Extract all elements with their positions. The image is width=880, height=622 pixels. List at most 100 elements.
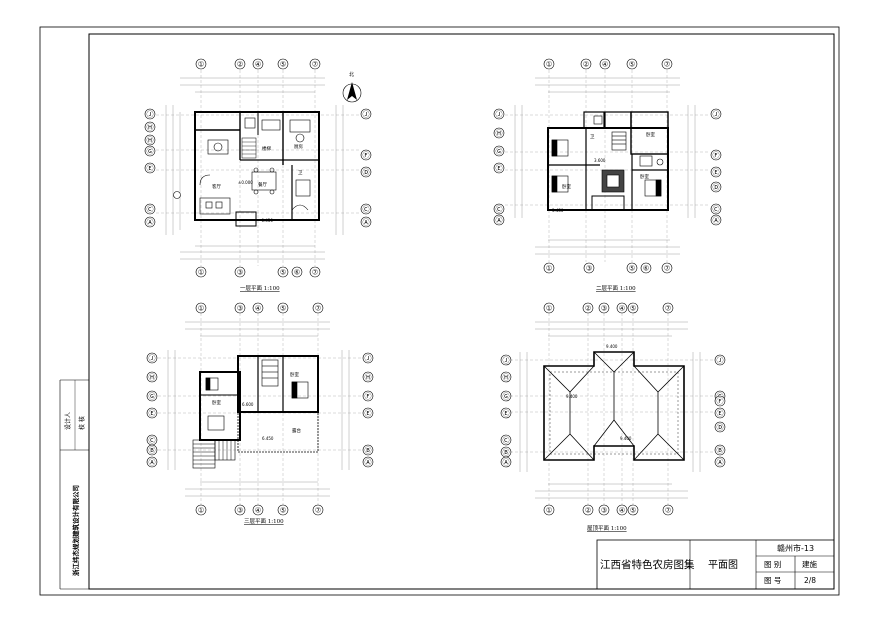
axis-top-bubble-label: ④ bbox=[619, 305, 625, 313]
axis-top-bubble: ⑦ bbox=[662, 302, 674, 314]
axis-right-bubble: Ⓙ bbox=[360, 108, 372, 120]
axis-right-bubble: Ⓙ bbox=[710, 108, 722, 120]
axis-right-bubble: Ⓒ bbox=[710, 203, 722, 215]
axis-bottom-bubble: ⑤ bbox=[627, 504, 639, 516]
second-floor-plan: 卧室 卧室 卧室 卫 3.600 3.450 二层平面 1:100 bbox=[505, 70, 710, 292]
axis-bottom-bubble: ⑤ bbox=[277, 504, 289, 516]
axis-left-bubble-label: Ⓐ bbox=[503, 459, 510, 467]
room-kitchen: 厨房 bbox=[294, 143, 303, 150]
axis-bottom-bubble: ③ bbox=[583, 262, 595, 274]
axis-top-bubble-label: ④ bbox=[255, 305, 261, 313]
drawing-name: 平面图 bbox=[708, 559, 738, 571]
axis-top-bubble: ⑤ bbox=[626, 58, 638, 70]
inner-frame bbox=[88, 33, 835, 590]
axis-left-bubble: Ⓑ bbox=[500, 446, 512, 458]
axis-left-bubble: Ⓗ bbox=[500, 371, 512, 383]
axis-bottom-bubble: ⑥ bbox=[291, 266, 303, 278]
axis-left-bubble-label: Ⓙ bbox=[503, 357, 510, 365]
axis-top-bubble: ④ bbox=[252, 302, 264, 314]
axis-bottom-bubble-label: ⑤ bbox=[629, 265, 635, 273]
axis-left-bubble: Ⓒ bbox=[493, 203, 505, 215]
axis-top-bubble-label: ⑤ bbox=[629, 61, 635, 69]
room-dining: 餐厅 bbox=[258, 181, 267, 188]
axis-right-bubble-label: Ⓒ bbox=[363, 206, 370, 214]
axis-bottom-bubble-label: ① bbox=[198, 269, 204, 277]
axis-top-bubble-label: ② bbox=[583, 61, 589, 69]
axis-right-bubble: Ⓕ bbox=[710, 149, 722, 161]
axis-left-bubble: Ⓗ bbox=[146, 371, 158, 383]
north-label: 北 bbox=[349, 71, 354, 78]
axis-right-bubble-label: Ⓒ bbox=[713, 206, 720, 214]
axis-left-bubble: Ⓔ bbox=[146, 407, 158, 419]
axis-bottom-bubble-label: ⑦ bbox=[312, 269, 318, 277]
axis-top-bubble: ⑤ bbox=[277, 302, 289, 314]
room-bedroom-a: 卧室 bbox=[562, 183, 571, 190]
axis-right-bubble-label: Ⓔ bbox=[365, 410, 372, 418]
axis-top-bubble: ④ bbox=[252, 58, 264, 70]
axis-right-bubble: Ⓐ bbox=[362, 456, 374, 468]
axis-bottom-bubble-label: ① bbox=[546, 507, 552, 515]
axis-top-bubble: ① bbox=[195, 302, 207, 314]
category-value: 建施 bbox=[802, 559, 817, 569]
axis-top-bubble-label: ① bbox=[546, 61, 552, 69]
axis-left-bubble: Ⓖ bbox=[144, 145, 156, 157]
axis-left-bubble-label: Ⓒ bbox=[149, 437, 156, 445]
axis-bottom-bubble: ③ bbox=[234, 266, 246, 278]
level-third-b: 6.450 bbox=[262, 436, 274, 441]
axis-top-bubble: ⑦ bbox=[661, 58, 673, 70]
first-floor-plan: 客厅 餐厅 厨房 卫 楼梯 ±0.000 -0.450 北 一层平面 1:100 bbox=[156, 70, 362, 292]
axis-right-bubble: Ⓕ bbox=[360, 149, 372, 161]
axis-left-bubble: Ⓖ bbox=[500, 390, 512, 402]
room-stair: 楼梯 bbox=[262, 145, 271, 152]
axis-bottom-bubble-label: ③ bbox=[237, 269, 243, 277]
axis-left-bubble: Ⓒ bbox=[146, 434, 158, 446]
axis-left-bubble: Ⓖ bbox=[493, 145, 505, 157]
external-stair bbox=[192, 439, 236, 469]
designer-label: 设计人 bbox=[64, 412, 72, 430]
third-floor-furniture bbox=[205, 359, 309, 431]
axis-bottom-bubble-label: ⑦ bbox=[665, 507, 671, 515]
axis-right-bubble-label: Ⓑ bbox=[717, 447, 724, 455]
axis-left-bubble-label: Ⓗ bbox=[496, 130, 503, 138]
axis-left-bubble-label: Ⓐ bbox=[496, 217, 503, 225]
axis-left-bubble: Ⓔ bbox=[493, 162, 505, 174]
axis-bottom-bubble: ③ bbox=[598, 504, 610, 516]
axis-bottom-bubble-label: ③ bbox=[586, 265, 592, 273]
axis-bottom-bubble-label: ① bbox=[198, 507, 204, 515]
axis-right-bubble: Ⓓ bbox=[714, 421, 726, 433]
axis-top-bubble: ⑤ bbox=[277, 58, 289, 70]
axis-left-bubble-label: Ⓒ bbox=[503, 437, 510, 445]
axis-left-bubble-label: Ⓖ bbox=[503, 393, 510, 401]
axis-bottom-bubble-label: ⑥ bbox=[294, 269, 300, 277]
drawing-code: 赣州市-13 bbox=[777, 543, 814, 553]
axis-top-bubble: ⑦ bbox=[312, 302, 324, 314]
axis-bottom-bubble-label: ④ bbox=[619, 507, 625, 515]
first-floor-stair bbox=[241, 137, 257, 159]
roof-plan: 9.400 9.400 9.400 屋顶平面 1:100 bbox=[510, 313, 714, 532]
axis-right-bubble-label: Ⓕ bbox=[713, 152, 720, 160]
axis-bottom-bubble-label: ⑤ bbox=[280, 507, 286, 515]
axis-right-bubble-label: Ⓙ bbox=[713, 111, 720, 119]
room-bedroom-3a: 卧室 bbox=[212, 399, 221, 406]
axis-right-bubble: Ⓐ bbox=[714, 456, 726, 468]
roof-level-a: 9.400 bbox=[606, 344, 618, 349]
axis-left-bubble: Ⓔ bbox=[144, 162, 156, 174]
axis-bottom-bubble-label: ① bbox=[546, 265, 552, 273]
axis-right-bubble-label: Ⓐ bbox=[363, 219, 370, 227]
room-bedroom-c: 卧室 bbox=[640, 173, 649, 180]
level-second-b: 3.450 bbox=[552, 208, 564, 213]
axis-left-bubble-label: Ⓔ bbox=[496, 165, 503, 173]
axis-right-bubble: Ⓑ bbox=[714, 444, 726, 456]
axis-bottom-bubble-label: ⑤ bbox=[630, 507, 636, 515]
axis-bottom-bubble: ① bbox=[543, 262, 555, 274]
axis-right-bubble: Ⓙ bbox=[714, 354, 726, 366]
collection-title: 江西省特色农房图集 bbox=[600, 558, 695, 571]
axis-right-bubble: Ⓔ bbox=[710, 166, 722, 178]
axis-bottom-bubble: ④ bbox=[616, 504, 628, 516]
axis-top-bubble-label: ⑦ bbox=[665, 305, 671, 313]
axis-left-bubble: Ⓑ bbox=[146, 444, 158, 456]
axis-right-bubble-label: Ⓕ bbox=[365, 393, 372, 401]
number-label: 图 号 bbox=[764, 576, 781, 585]
axis-left-bubble: Ⓔ bbox=[500, 407, 512, 419]
